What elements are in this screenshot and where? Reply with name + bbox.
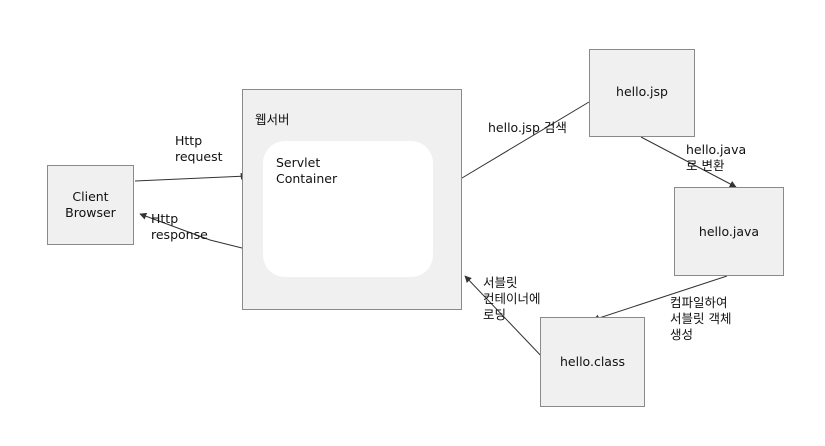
http-response-label: Http response [151,211,208,242]
servlet-container-label: Servlet Container [276,155,338,186]
hello-java-node [674,187,784,276]
jsp-search-line [461,101,590,179]
http-request-arrow [134,172,248,182]
http-request-label: Http request [175,133,223,164]
http-response-arrow [139,212,251,251]
load-to-container-label: 서블릿 컨테이너에 로딩 [483,275,541,322]
jsp-search-label: hello.jsp 검색 [488,120,567,135]
web-server-label: 웹서버 [255,112,290,127]
servlet-container-node [263,141,433,277]
load-to-container-arrow [464,275,546,361]
client-browser-node [47,165,134,245]
convert-to-java-label: hello.java 로 변환 [686,142,747,173]
compile-label: 컴파일하여 서블릿 객체 생성 [670,295,732,342]
hello-class-node [540,317,645,407]
hello-java-label: hello.java [698,224,760,239]
hello-jsp-node [589,49,695,137]
hello-jsp-label: hello.jsp [616,84,668,99]
hello-class-label: hello.class [560,354,625,369]
convert-to-java-arrow [640,136,737,188]
client-browser-label: Client Browser [65,189,116,220]
compile-arrow [592,275,728,322]
